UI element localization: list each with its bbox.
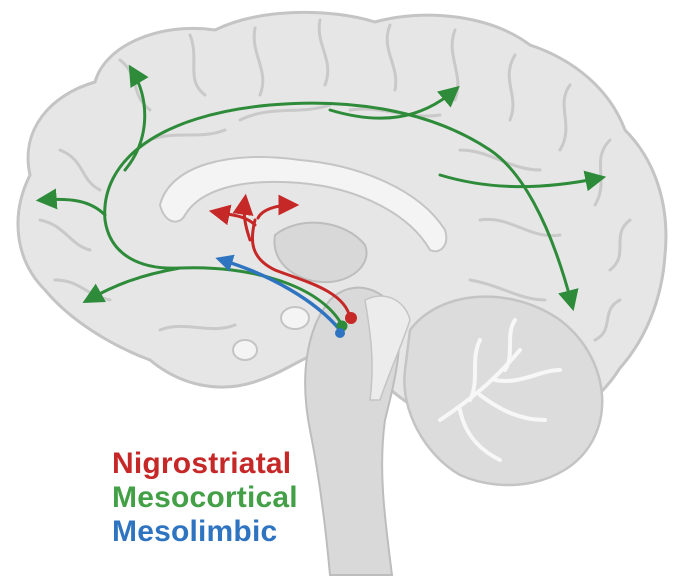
mesocortical-pathway (35, 64, 607, 327)
nigrostriatal-branch-2 (232, 193, 254, 242)
arbor-vitae (438, 318, 562, 462)
pituitary (280, 306, 310, 330)
legend-mesolimbic: Mesolimbic (112, 515, 278, 548)
mesocortical-branch-superior-frontal (123, 64, 149, 172)
nigrostriatal-branch-3 (256, 194, 300, 220)
mesocortical-branch-orbitofrontal (82, 266, 182, 304)
thalamus (273, 221, 368, 284)
legend-mesocortical: Mesocortical (112, 481, 298, 514)
nigrostriatal-pathway (208, 193, 352, 320)
nigrostriatal-main-trunk (250, 218, 352, 320)
hypothalamus-nucleus (232, 339, 258, 361)
mesocortical-branch-frontal-pole (35, 188, 107, 217)
legend-nigrostriatal: Nigrostriatal (112, 447, 292, 480)
cerebellum (403, 295, 604, 487)
pathway-legend: Nigrostriatal Mesocortical Mesolimbic (112, 447, 298, 549)
mesocortical-branch-posterior (438, 170, 607, 192)
fourth-ventricle (364, 295, 411, 401)
substantia-nigra-origin (345, 312, 357, 324)
vta-origin-blue (335, 328, 345, 338)
mesolimbic-pathway (215, 254, 342, 332)
mesocortical-main-trunk (103, 101, 579, 327)
mesocortical-branch-parietal (328, 85, 460, 120)
corpus-callosum (158, 156, 448, 253)
